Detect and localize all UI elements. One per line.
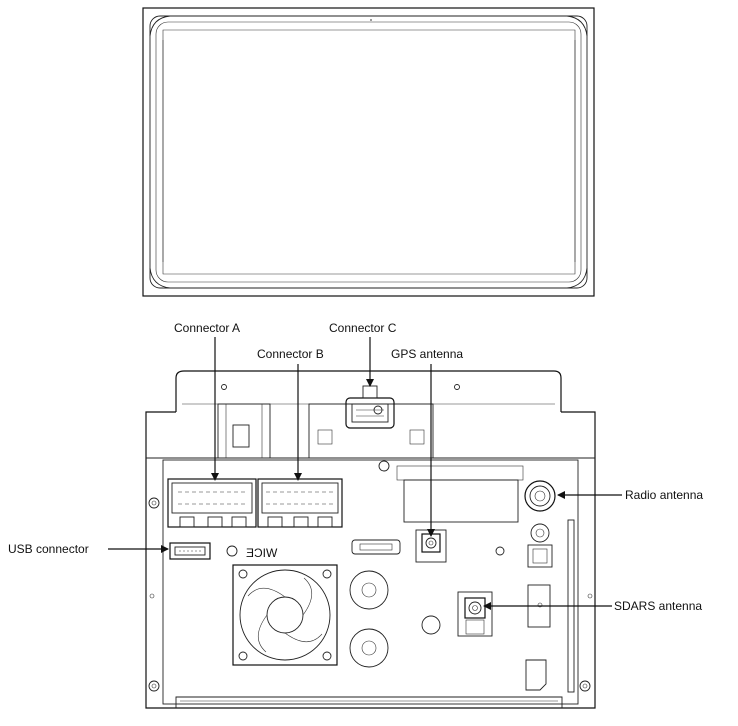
label-usb-connector: USB connector xyxy=(8,542,89,556)
front-display-view xyxy=(142,7,595,297)
label-sdars-antenna: SDARS antenna xyxy=(614,599,702,613)
label-radio-antenna: Radio antenna xyxy=(625,488,703,502)
label-connector-b: Connector B xyxy=(257,347,324,361)
callout-labels: Connector A Connector B Connector C GPS … xyxy=(8,321,703,613)
label-connector-c: Connector C xyxy=(329,321,397,335)
label-connector-a: Connector A xyxy=(174,321,240,335)
sdars-antenna-connector xyxy=(457,591,493,637)
radio-antenna-connector xyxy=(524,480,556,512)
cooling-fan xyxy=(232,564,338,666)
label-gps-antenna: GPS antenna xyxy=(391,347,463,361)
usb-connector xyxy=(169,542,211,560)
rear-chassis-view: ƎƆIW xyxy=(145,370,596,709)
connector-c xyxy=(308,385,434,459)
connector-a xyxy=(167,478,257,528)
leader-lines xyxy=(108,337,622,610)
connector-b xyxy=(257,478,343,528)
rear-marking-text: ƎƆIW xyxy=(246,546,278,560)
